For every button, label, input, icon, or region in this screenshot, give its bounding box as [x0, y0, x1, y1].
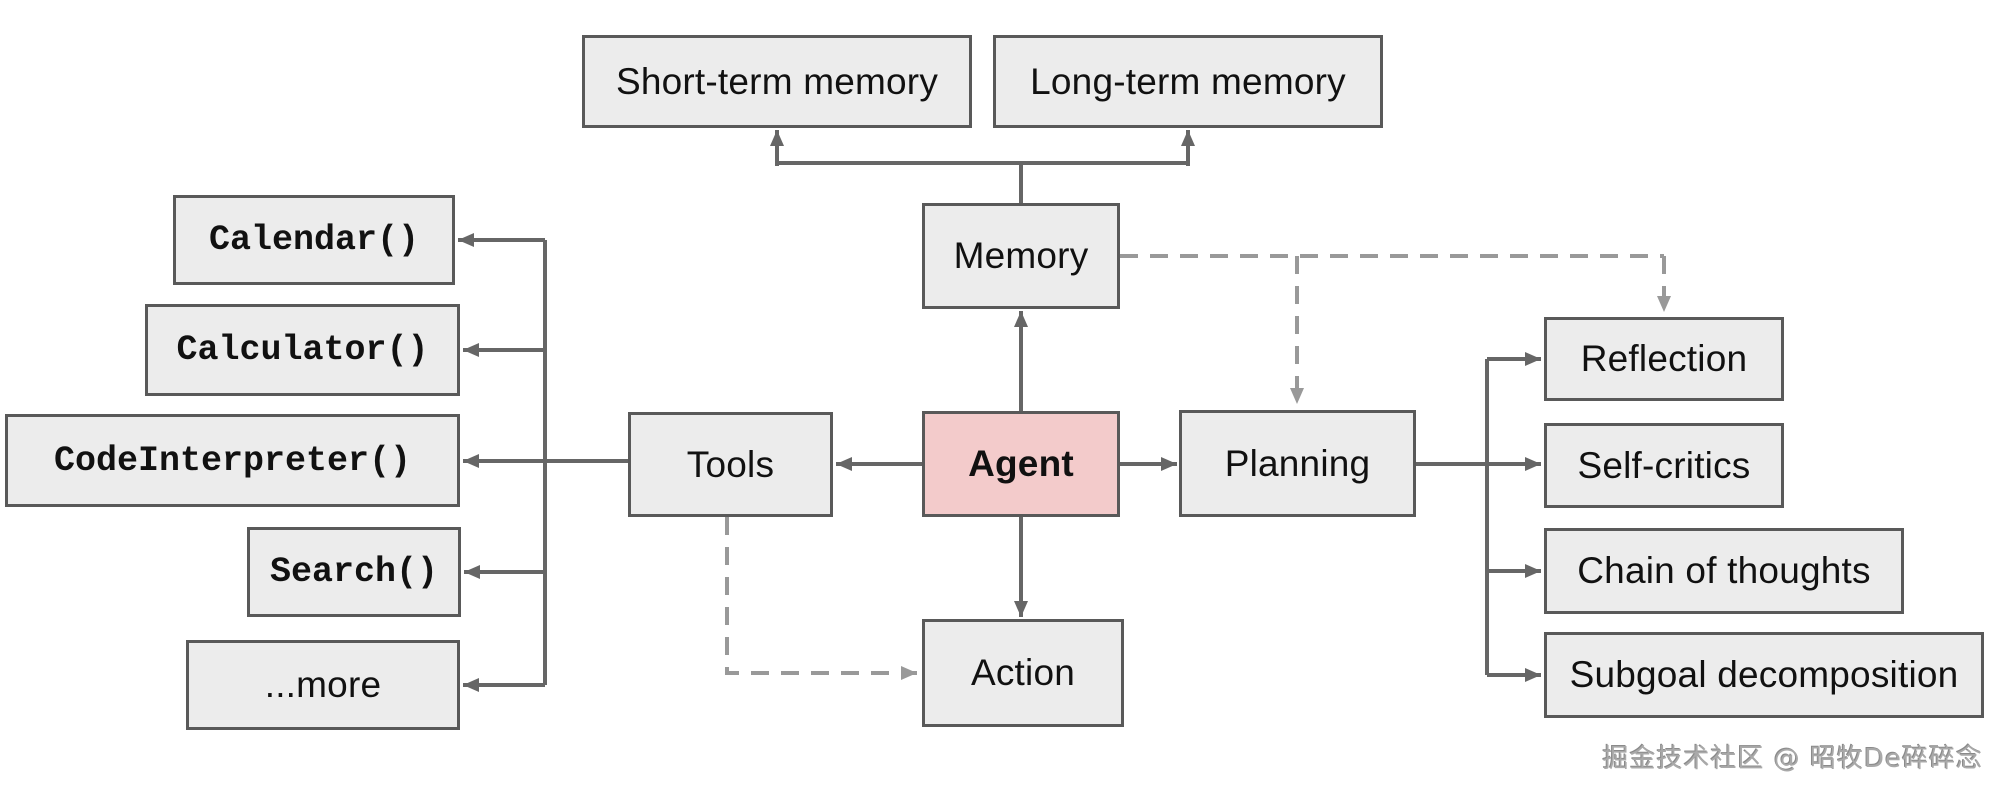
node-more: ...more — [186, 640, 460, 730]
node-short-term-memory: Short-term memory — [582, 35, 972, 128]
node-code-interpreter: CodeInterpreter() — [5, 414, 460, 507]
node-action: Action — [922, 619, 1124, 727]
watermark-text: 掘金技术社区 @ 昭牧De碎碎念 — [1602, 744, 1983, 774]
node-tools: Tools — [628, 412, 833, 517]
node-planning: Planning — [1179, 410, 1416, 517]
node-self-critics: Self-critics — [1544, 423, 1784, 508]
node-search: Search() — [247, 527, 461, 617]
node-calendar: Calendar() — [173, 195, 455, 285]
node-memory: Memory — [922, 203, 1120, 309]
node-agent: Agent — [922, 411, 1120, 517]
node-subgoal-decomposition: Subgoal decomposition — [1544, 632, 1984, 718]
node-chain-of-thoughts: Chain of thoughts — [1544, 528, 1904, 614]
node-reflection: Reflection — [1544, 317, 1784, 401]
node-calculator: Calculator() — [145, 304, 460, 396]
edge-tools-action-dashed — [725, 517, 917, 680]
edge-memory-tsplit — [775, 161, 1190, 165]
node-long-term-memory: Long-term memory — [993, 35, 1383, 128]
